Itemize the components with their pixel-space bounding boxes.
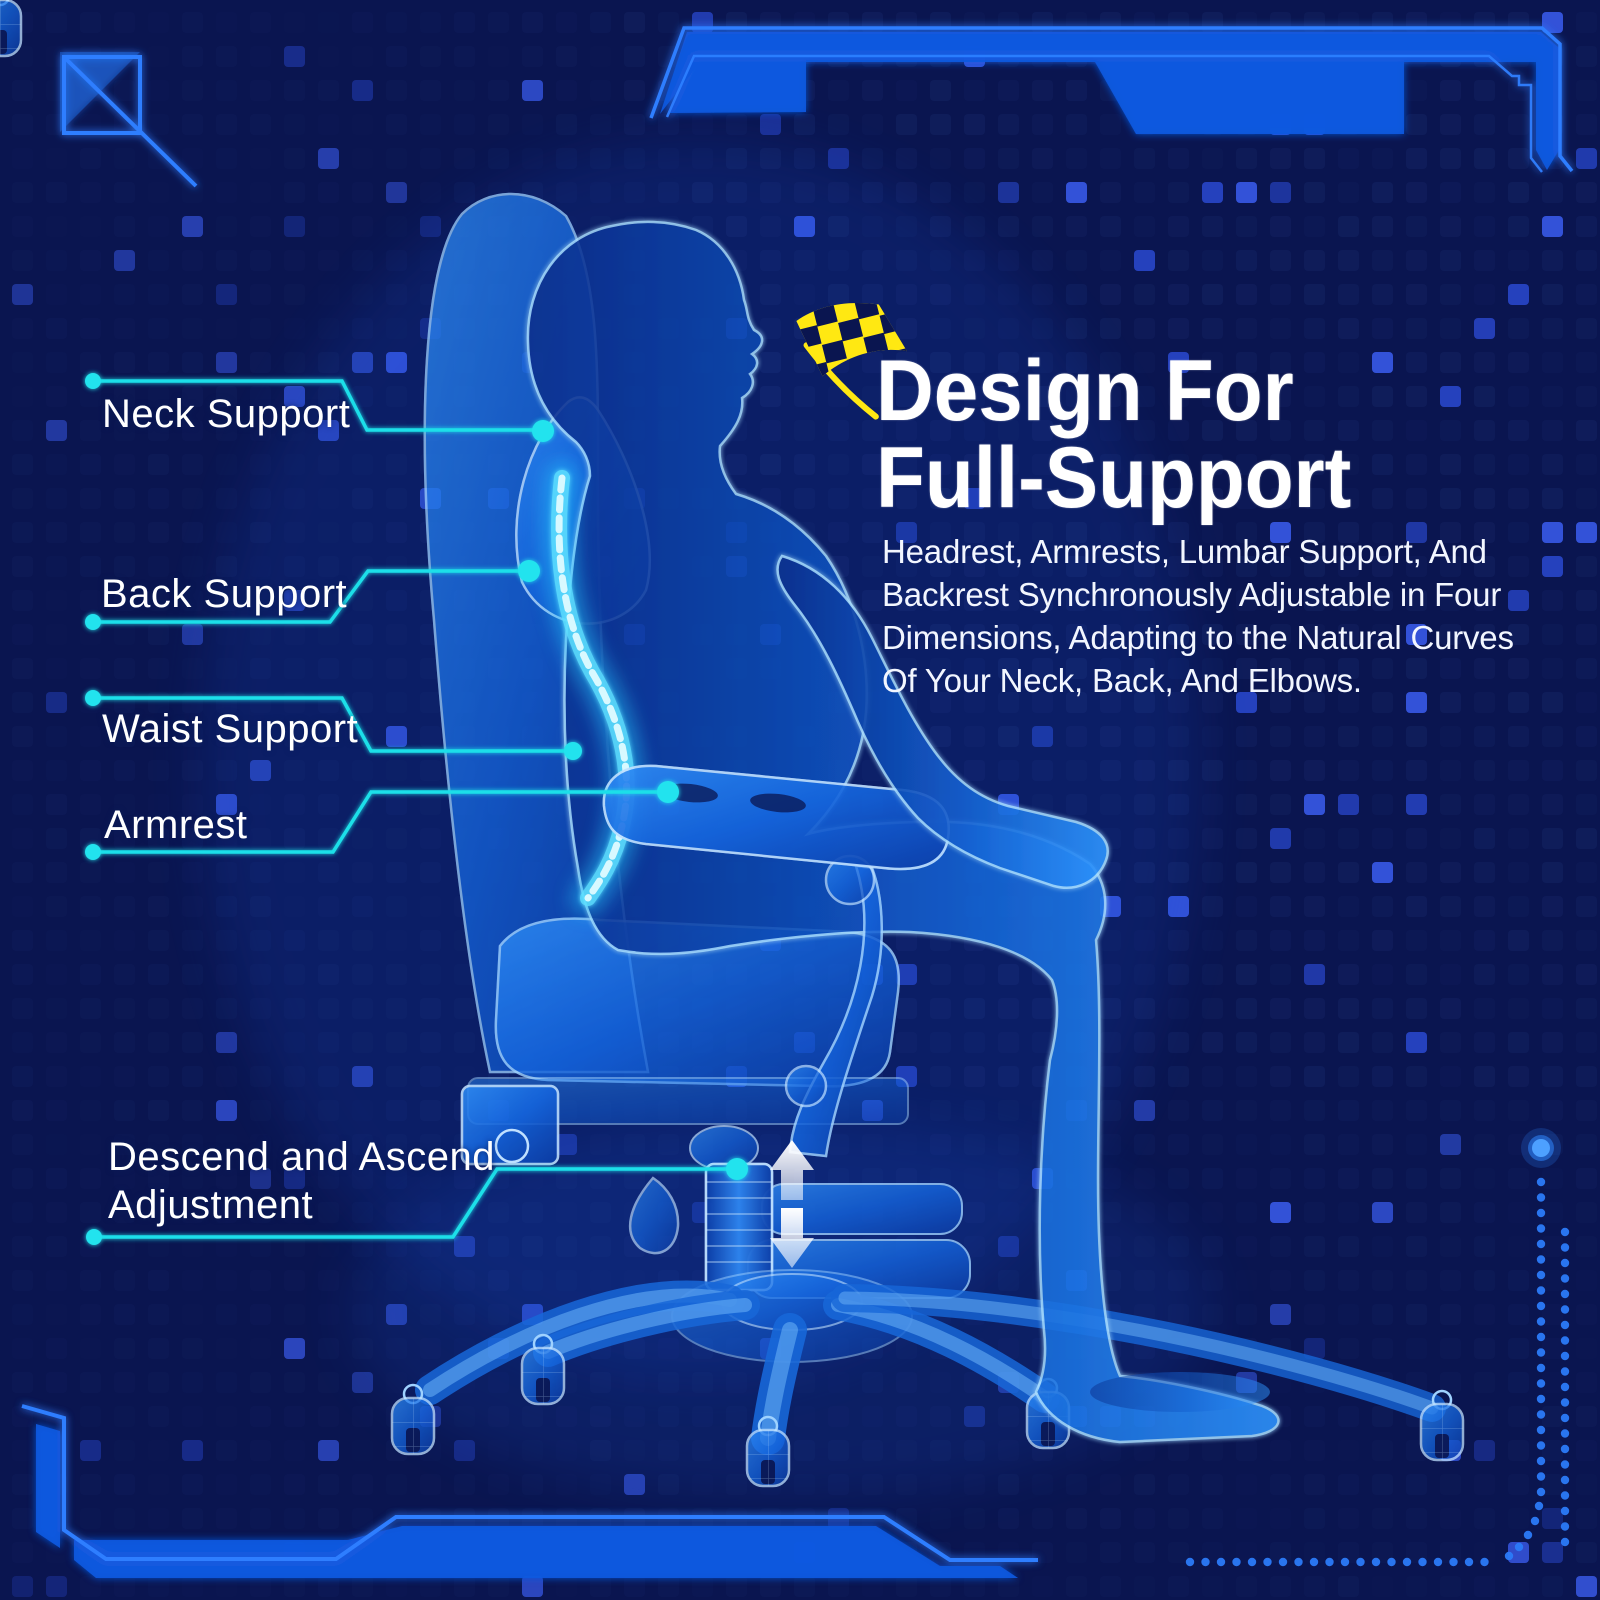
banner-bottomleft-ornament [21,1404,1038,1578]
chair-tilt-knob [628,1176,680,1255]
callout-line-armrest [85,781,679,860]
description-paragraph: Headrest, Armrests, Lumbar Support, And … [882,530,1514,702]
checkered-flag-icon [766,295,936,450]
callout-line-back-support [85,560,540,630]
second-foot [1090,1372,1270,1412]
corner-topleft-ornament [60,52,198,188]
callout-line-waist-support [85,690,582,760]
chair-seat-cushion [494,917,901,1088]
description-line: Backrest Synchronously Adjustable in Fou… [882,576,1502,613]
description-line: Headrest, Armrests, Lumbar Support, And [882,533,1487,570]
chair-armrest [602,764,950,1158]
callout-line-neck-support [85,373,554,442]
headline-line-2: Full-Support [876,430,1352,526]
ascend-arrow-icon [770,1140,814,1200]
description-line: Of Your Neck, Back, And Elbows. [882,662,1362,699]
headline-title: Design For Full-Support [876,348,1351,522]
banner-topright-ornament [649,26,1574,173]
callout-line-height-adjustment [86,1158,748,1245]
height-adjust-arrows [770,1140,814,1268]
callout-label-height-adjustment: Descend and Ascend Adjustment [108,1135,496,1227]
headline-line-1: Design For [876,343,1294,439]
callout-label-waist-support: Waist Support [102,707,359,751]
descend-arrow-icon [770,1208,814,1268]
glowing-spine [542,461,644,915]
callout-label-back-support: Back Support [101,572,348,616]
callout-lines [85,373,748,1245]
callout-label-neck-support: Neck Support [102,392,351,436]
dotted-circuit-ornament [1185,1128,1570,1567]
chair-star-base [0,0,1465,1488]
person-arm [776,554,1109,889]
callout-label-armrest: Armrest [104,803,248,847]
description-line: Dimensions, Adapting to the Natural Curv… [882,619,1514,656]
